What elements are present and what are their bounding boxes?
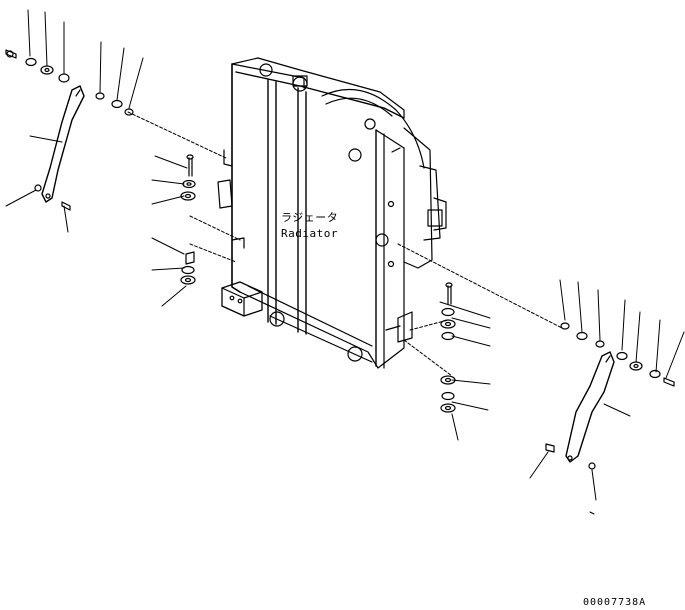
center-left-mount-hardware	[180, 154, 196, 285]
left-stay-hardware	[5, 49, 134, 211]
component-label-en: Radiator	[281, 227, 338, 240]
right-mount-hardware	[440, 282, 456, 413]
radiator-assembly	[217, 57, 447, 369]
right-stay-hardware	[545, 322, 675, 515]
leader-lines	[5, 9, 685, 501]
drawing-code: 00007738A	[583, 597, 647, 608]
component-label-jp: ラジェータ	[281, 211, 339, 224]
